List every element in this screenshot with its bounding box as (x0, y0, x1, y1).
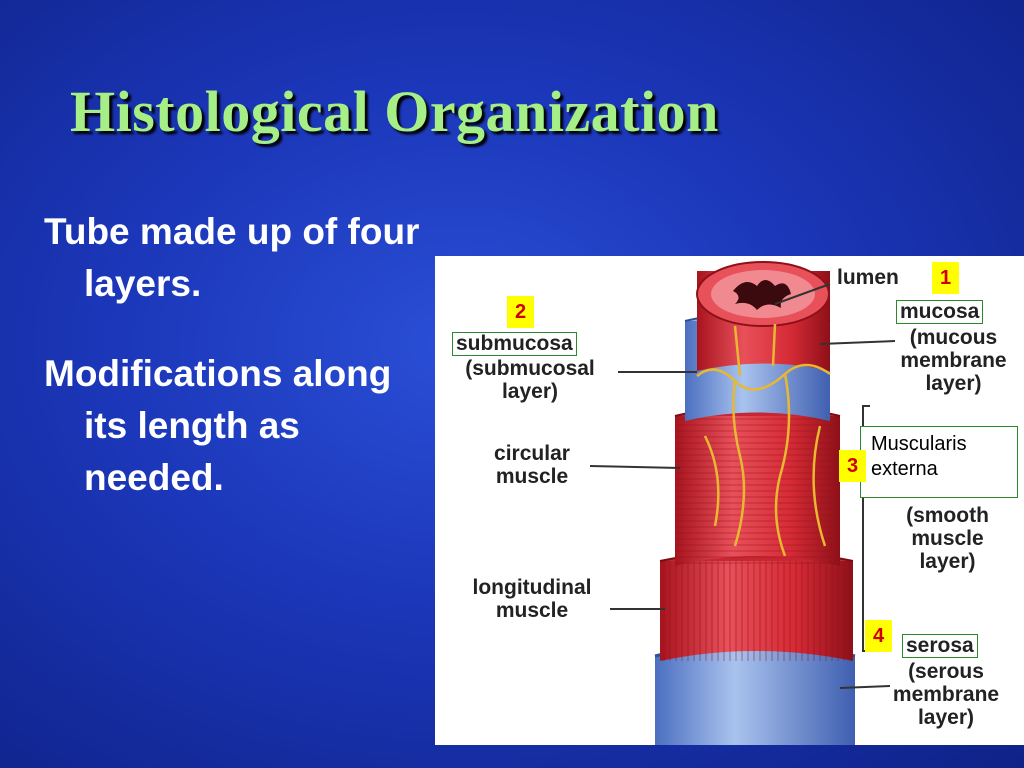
diagram-panel: lumen mucosa (mucous membrane layer) sub… (435, 256, 1024, 745)
digestive-tube-illustration (589, 261, 896, 745)
label-muscularis-externa: Muscularis externa (860, 426, 1018, 498)
bullet-list: Tube made up of four layers. Modificatio… (44, 206, 434, 542)
marker-2: 2 (507, 296, 534, 328)
label-mucosa: mucosa (896, 300, 984, 324)
label-serosa: serosa (902, 634, 978, 658)
marker-1: 1 (932, 262, 959, 294)
label-submucosa-description: (submucosal layer) (465, 357, 595, 403)
marker-4: 4 (865, 620, 892, 652)
bullet-item: Modifications along its length as needed… (44, 353, 392, 498)
marker-3: 3 (839, 450, 866, 482)
slide-title: Histological Organization (70, 79, 719, 144)
label-muscularis-description: (smooth muscle layer) (906, 504, 989, 573)
bullet-item: Tube made up of four layers. (44, 211, 420, 304)
label-submucosa: submucosa (452, 332, 577, 356)
label-serosa-description: (serous membrane layer) (892, 660, 1000, 729)
label-longitudinal-muscle: longitudinal muscle (472, 576, 592, 622)
label-mucosa-description: (mucous membrane layer) (900, 326, 1007, 395)
label-lumen: lumen (837, 266, 899, 289)
label-circular-muscle: circular muscle (494, 442, 570, 488)
